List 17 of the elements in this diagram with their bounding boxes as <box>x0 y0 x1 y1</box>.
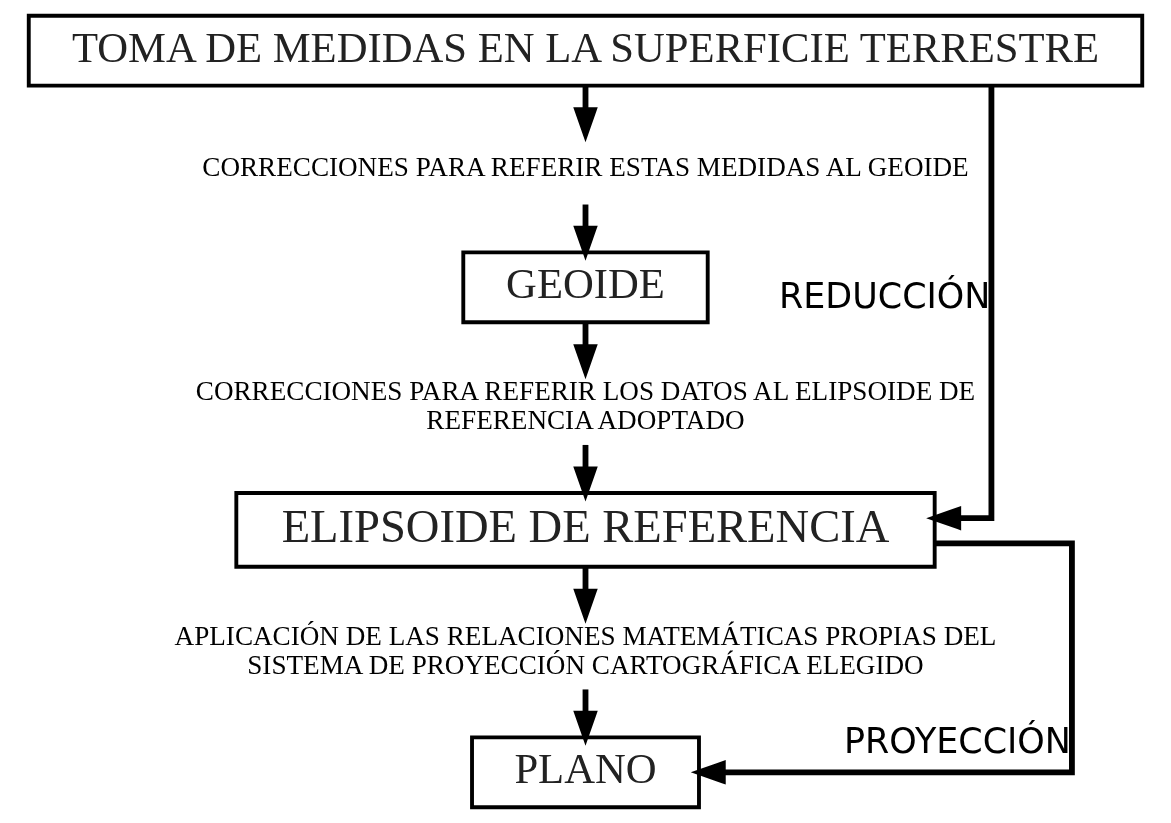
arrow <box>573 567 598 624</box>
node-box: GEOIDE <box>461 250 710 325</box>
arrow <box>573 322 598 380</box>
arrow <box>573 86 598 143</box>
node-box: TOMA DE MEDIDAS EN LA SUPERFICIE TERRESTRE <box>26 13 1145 88</box>
node-text: CORRECCIONES PARA REFERIR ESTAS MEDIDAS AL GEOIDE <box>202 152 969 183</box>
arrow <box>926 85 995 531</box>
node-box: ELIPSOIDE DE REFERENCIA <box>234 491 937 569</box>
arrow <box>573 689 598 746</box>
arrow <box>573 444 598 502</box>
edge-label: REDUCCIÓN <box>779 275 991 316</box>
node-text: APLICACIÓN DE LAS RELACIONES MATEMÁTICAS PROPIAS DEL SISTEMA DE PROYECCIÓN CARTOGRÁFICA ELEGIDO <box>174 620 997 680</box>
arrow <box>573 204 598 261</box>
edge-label: PROYECCIÓN <box>844 721 1071 762</box>
arrow <box>690 540 1075 785</box>
node-text: CORRECCIONES PARA REFERIR LOS DATOS AL ELIPSOIDE DE REFERENCIA ADOPTADO <box>195 376 976 436</box>
node-box: PLANO <box>470 735 701 810</box>
